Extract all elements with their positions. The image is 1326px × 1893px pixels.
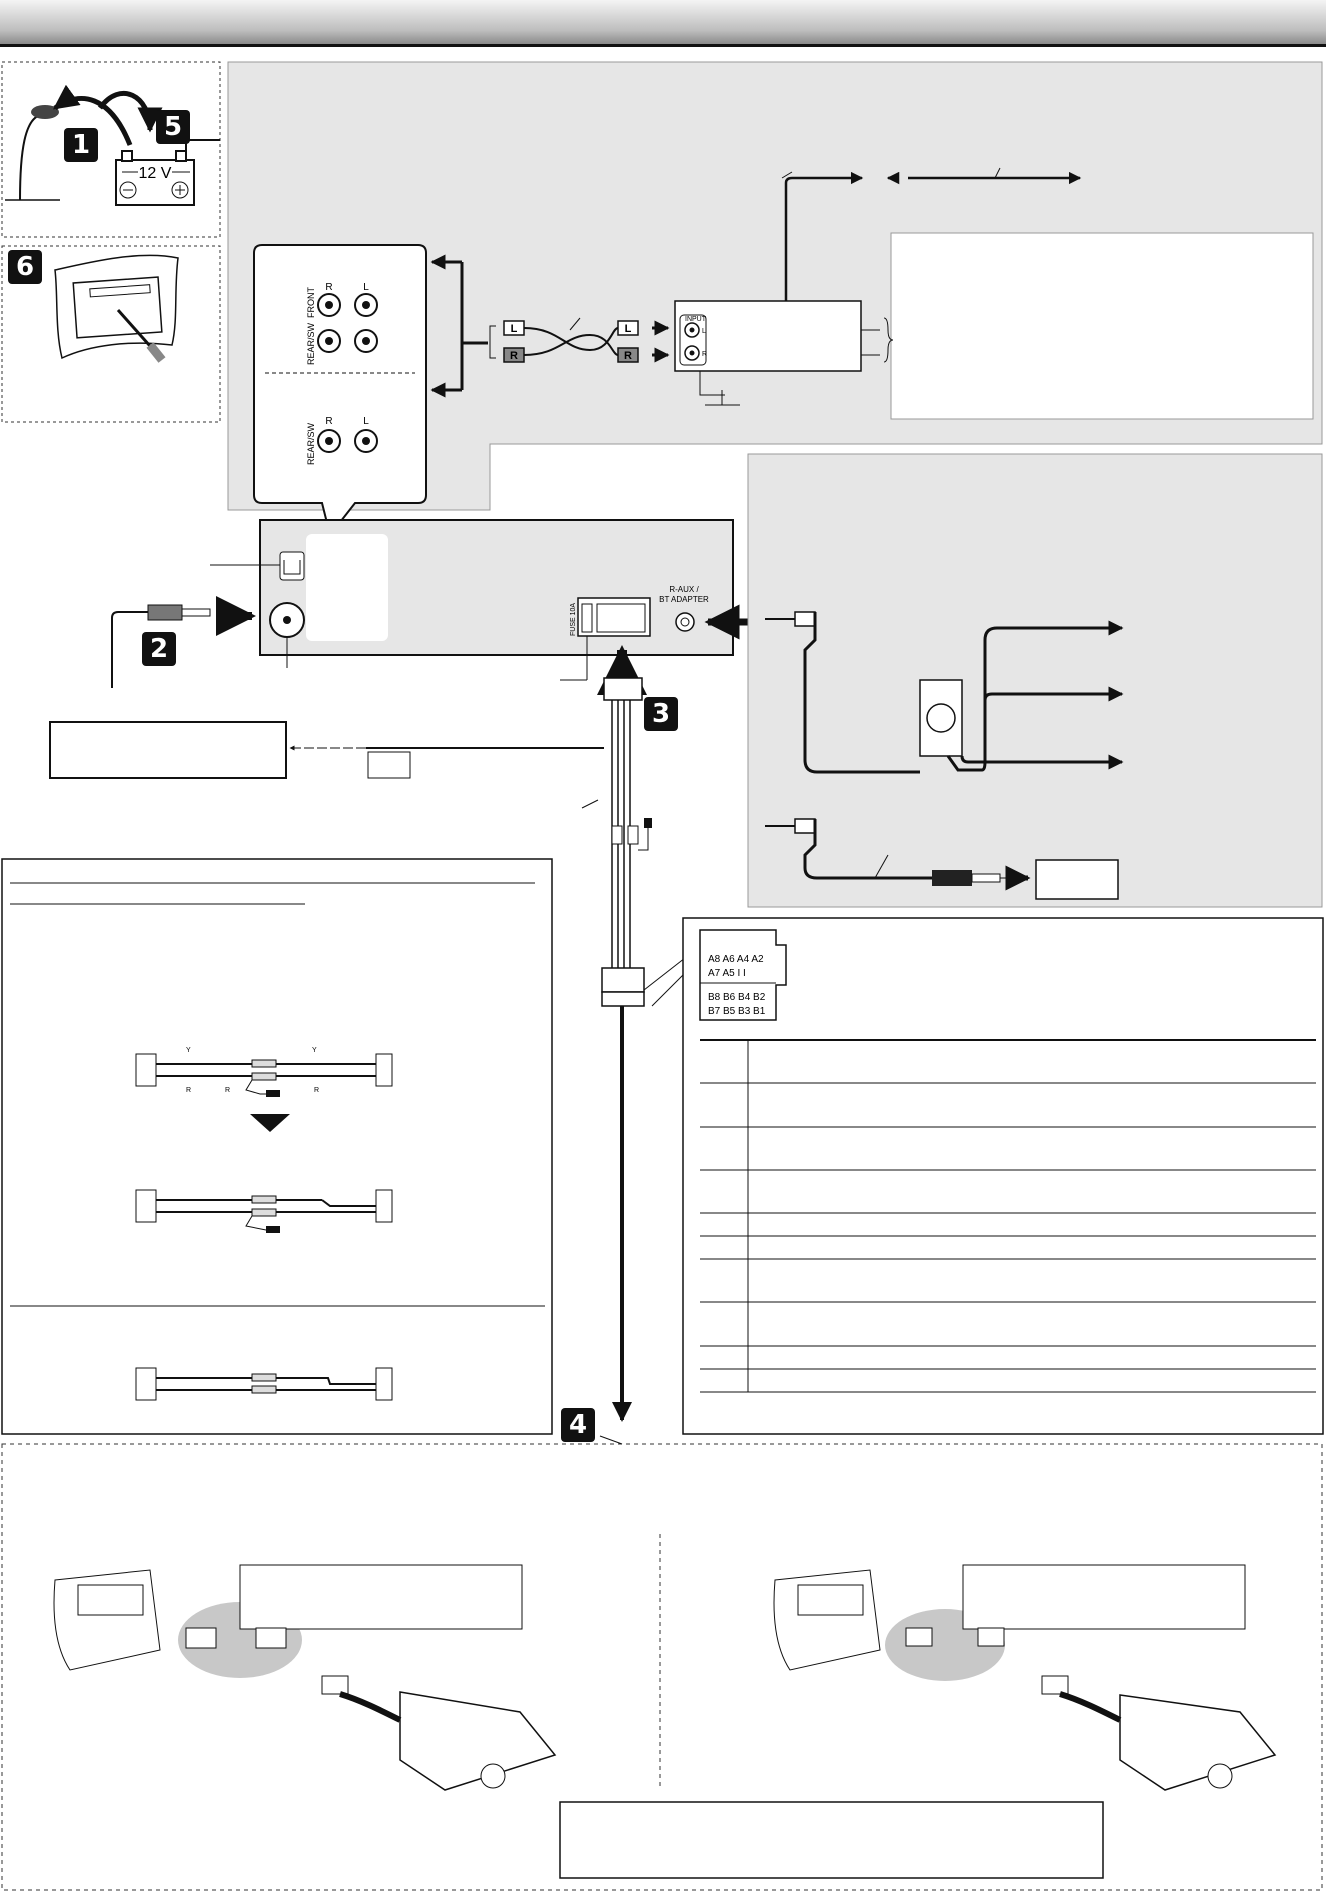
rca-plug-l: L bbox=[511, 323, 518, 335]
iso-connector-panel: A8 A6 A4 A2 A7 A5 I I B8 B6 B4 B2 B7 B5 … bbox=[651, 917, 1324, 1435]
front-label: FRONT bbox=[306, 287, 316, 318]
installation-section bbox=[1, 1435, 1323, 1891]
pins-a-top: A8 A6 A4 A2 bbox=[708, 954, 764, 965]
rca-jack-front-l bbox=[354, 293, 378, 317]
wire-y-2: Y bbox=[312, 1047, 317, 1054]
step-5-badge: 5 bbox=[156, 110, 190, 144]
pins-a-bottom: A7 A5 I I bbox=[708, 968, 746, 979]
pins-b-top: B8 B6 B4 B2 bbox=[708, 992, 766, 1003]
wire-r-1: R bbox=[186, 1087, 191, 1094]
aux-panel bbox=[747, 453, 1323, 908]
rca-plug-l-2: L bbox=[625, 323, 632, 335]
channel-l-label: L bbox=[363, 282, 369, 293]
rca-jack-sw-l bbox=[354, 429, 378, 453]
channel-r-label-sw: R bbox=[325, 416, 332, 427]
battery-section: 12 V bbox=[1, 61, 221, 238]
step-2-badge: 2 bbox=[142, 632, 176, 666]
wire-y-1: Y bbox=[186, 1047, 191, 1054]
rca-plug-r: R bbox=[510, 350, 518, 362]
battery-voltage-label: 12 V bbox=[139, 165, 172, 182]
pins-b-bottom: B7 B5 B3 B1 bbox=[708, 1006, 766, 1017]
aux-label-2: BT ADAPTER bbox=[659, 595, 709, 604]
down-arrow-icon bbox=[250, 1114, 290, 1132]
amp-input-label: INPUT bbox=[685, 316, 707, 323]
wire-r-2: R bbox=[225, 1087, 230, 1094]
rca-jack-rear-l bbox=[354, 329, 378, 353]
wire-r-3: R bbox=[314, 1087, 319, 1094]
step-6-badge: 6 bbox=[8, 250, 42, 284]
wiring-panel: Y Y R R R bbox=[1, 858, 553, 1435]
reset-section bbox=[1, 245, 221, 423]
amp-l-label: L bbox=[702, 328, 706, 335]
rear-terminal-callout bbox=[253, 244, 427, 538]
step-1-badge: 1 bbox=[64, 128, 98, 162]
channel-r-label: R bbox=[325, 282, 332, 293]
aux-label-1: R-AUX / bbox=[669, 585, 699, 594]
rca-plug-r-2: R bbox=[624, 350, 632, 362]
step-4-badge: 4 bbox=[561, 1408, 595, 1442]
amplifier-panel: R L R L FRONT REAR/SW REAR/SW L R L R IN… bbox=[227, 61, 1323, 538]
rca-jack-rear-r bbox=[317, 329, 341, 353]
steering-remote-box bbox=[49, 721, 287, 779]
step-3-badge: 3 bbox=[644, 697, 678, 731]
header-bar bbox=[0, 0, 1326, 47]
fuse-label: FUSE 10A bbox=[570, 603, 577, 636]
amp-r-label: R bbox=[702, 351, 707, 358]
rca-jack-sw-r bbox=[317, 429, 341, 453]
head-unit: FUSE 10A R-AUX / BT ADAPTER bbox=[49, 519, 760, 1422]
channel-l-label-sw: L bbox=[363, 416, 369, 427]
rear-sw-label-2: REAR/SW bbox=[306, 422, 316, 465]
rca-jack-front-r bbox=[317, 293, 341, 317]
rear-sw-label: REAR/SW bbox=[306, 322, 316, 365]
